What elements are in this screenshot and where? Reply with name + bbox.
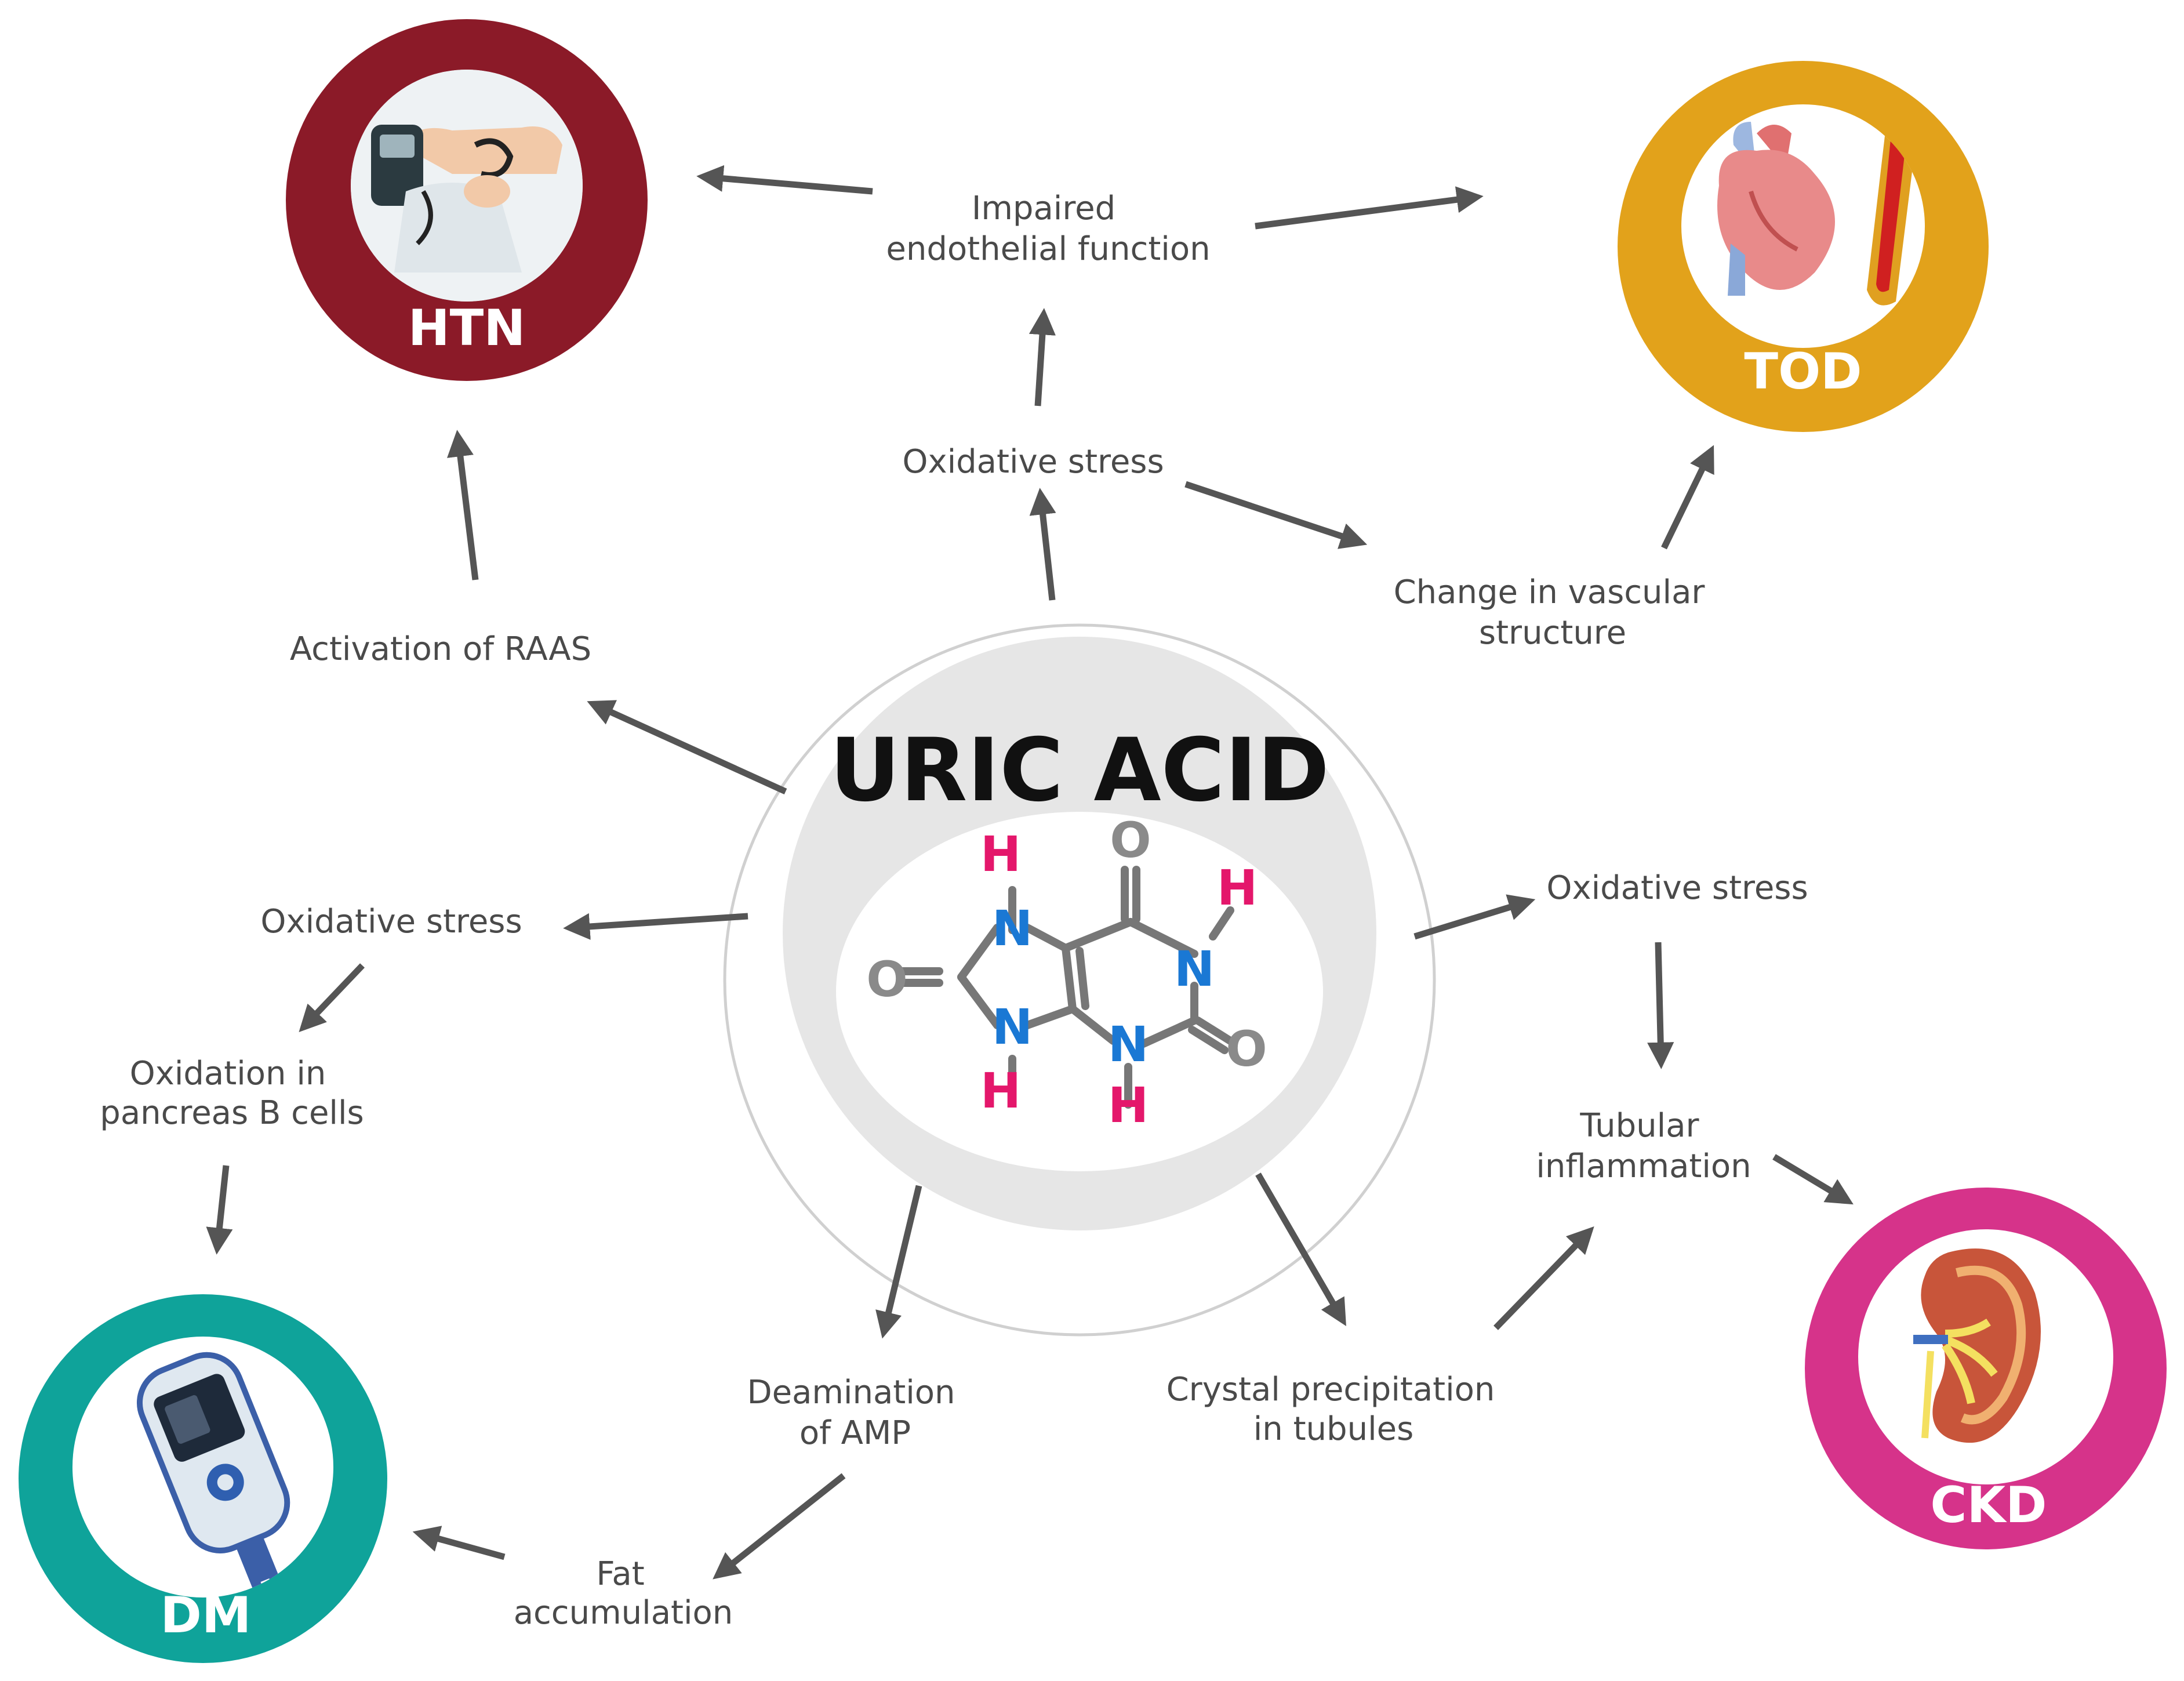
label-oxidative-left: Oxidative stress — [260, 903, 522, 941]
arrow-hub-to-oxidative-left — [563, 913, 748, 940]
arrow-fat-to-dm — [412, 1526, 506, 1560]
arrow-hub-to-oxidative-top — [1029, 488, 1056, 601]
arrow-deamination-to-fat — [713, 1473, 846, 1580]
arrow-hub-to-deamination — [875, 1185, 922, 1339]
atom-h-3: H — [980, 1062, 1021, 1119]
node-tod: TOD — [1618, 61, 1989, 432]
htn-label: HTN — [408, 299, 526, 357]
label-crystal-1: Crystal precipitation — [1167, 1371, 1495, 1408]
label-impaired-endothelial-1: Impaired — [972, 190, 1115, 227]
atom-n-4: N — [1108, 1016, 1149, 1073]
label-deamination-2: of AMP — [800, 1414, 911, 1452]
node-ckd: CKD — [1805, 1188, 2167, 1549]
arrow-hub-to-raas — [587, 700, 787, 795]
label-impaired-endothelial-2: endothelial function — [886, 230, 1210, 268]
label-pancreas-2: pancreas B cells — [100, 1094, 364, 1132]
arrow-oxidative-to-vascular — [1184, 481, 1368, 549]
label-fat-2: accumulation — [514, 1594, 733, 1632]
label-pancreas-1: Oxidation in — [130, 1055, 326, 1092]
arrow-oxidative-to-pancreas — [299, 963, 365, 1033]
atom-h-4: H — [1108, 1077, 1149, 1134]
arrow-oxidative-to-endothelial — [1029, 308, 1056, 406]
atom-o-2: O — [866, 951, 907, 1008]
labels: Impaired endothelial function Oxidative … — [100, 190, 1808, 1632]
atom-o-1: O — [1110, 812, 1151, 869]
atom-o-3: O — [1226, 1021, 1267, 1077]
uric-acid-hub: URIC ACID — [723, 623, 1436, 1337]
arrow-pancreas-to-dm — [206, 1165, 233, 1255]
atom-n-1: N — [992, 900, 1033, 957]
label-raas: Activation of RAAS — [290, 630, 591, 668]
arrow-crystal-to-tubular — [1493, 1226, 1594, 1330]
label-vascular-change-1: Change in vascular — [1394, 573, 1706, 611]
label-vascular-change-2: structure — [1479, 614, 1626, 652]
arrow-tubular-to-ckd — [1772, 1154, 1854, 1205]
atom-n-3: N — [992, 999, 1033, 1055]
arrow-raas-to-htn — [447, 430, 479, 580]
uric-acid-molecule: H N O H N O N N O H H — [866, 812, 1267, 1134]
molecule-bonds — [897, 866, 1234, 1109]
glucose-meter-icon — [136, 1352, 290, 1598]
atom-n-2: N — [1174, 941, 1215, 997]
label-tubular-1: Tubular — [1579, 1107, 1699, 1145]
label-deamination-1: Deamination — [747, 1374, 955, 1411]
arrow-vascular-to-tod — [1661, 445, 1714, 550]
arrow-hub-to-crystal — [1255, 1172, 1346, 1326]
arrow-hub-to-oxidative-right — [1413, 894, 1536, 940]
atom-h-2: H — [1217, 859, 1258, 916]
node-dm: DM — [19, 1294, 387, 1663]
hub-title: URIC ACID — [830, 720, 1329, 821]
label-fat-1: Fat — [596, 1555, 644, 1593]
heart-artery-icon — [1717, 115, 1916, 306]
atom-h-1: H — [980, 826, 1021, 883]
label-oxidative-right: Oxidative stress — [1546, 869, 1808, 907]
label-oxidative-top: Oxidative stress — [902, 443, 1164, 481]
hub-white-oval — [836, 812, 1323, 1171]
arrows — [206, 165, 1854, 1580]
blood-pressure-cuff-icon — [351, 70, 583, 302]
arrow-oxidative-to-tubular — [1647, 942, 1674, 1069]
dm-label: DM — [161, 1586, 252, 1644]
tod-label: TOD — [1744, 343, 1862, 401]
node-htn: HTN — [286, 19, 648, 381]
arrow-endothelial-to-tod — [1255, 186, 1484, 230]
kidney-icon — [1913, 1248, 2041, 1443]
arrow-endothelial-to-htn — [696, 165, 873, 195]
label-crystal-2: in tubules — [1253, 1410, 1414, 1448]
label-tubular-2: inflammation — [1536, 1148, 1751, 1185]
ckd-label: CKD — [1930, 1476, 2047, 1534]
